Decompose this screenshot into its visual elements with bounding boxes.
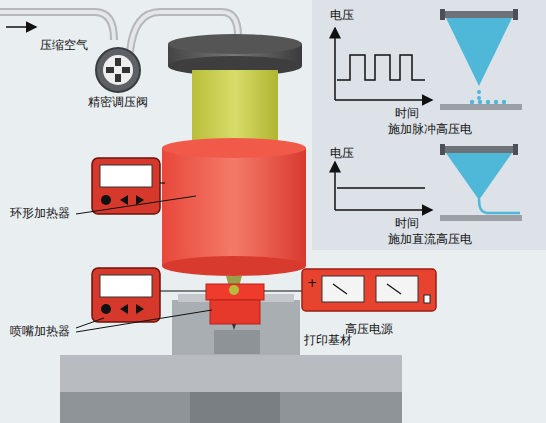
text-label: 电压 bbox=[330, 146, 354, 160]
ring-heater bbox=[162, 148, 306, 266]
air-arrow bbox=[6, 26, 36, 28]
print-stage bbox=[172, 300, 300, 360]
text-label: 电压 bbox=[330, 8, 354, 22]
jet-cone bbox=[446, 153, 512, 200]
pulse-wave bbox=[337, 55, 425, 80]
text-label: 施加直流高压电 bbox=[388, 232, 472, 246]
leader-line bbox=[76, 196, 196, 214]
text-label: 环形加热器 bbox=[10, 206, 70, 220]
text-label: + bbox=[307, 276, 317, 290]
text-label: 压缩空气 bbox=[40, 38, 88, 52]
air-pipe bbox=[0, 12, 114, 40]
text-label: 时间 bbox=[395, 106, 419, 120]
text-label: 喷嘴加热器 bbox=[10, 324, 70, 338]
text-label: 施加脉冲高压电 bbox=[388, 122, 472, 136]
heater-controller bbox=[92, 268, 160, 322]
material-barrel bbox=[192, 70, 278, 150]
heater-controller bbox=[92, 158, 160, 214]
text-label: 时间 bbox=[395, 216, 419, 230]
droplet-cone bbox=[446, 18, 512, 86]
base bbox=[60, 355, 402, 397]
power-supply-node: 高压电源 bbox=[300, 268, 438, 336]
text-label: 精密调压阀 bbox=[88, 95, 148, 109]
nozzle-heater bbox=[206, 284, 264, 300]
leader-line bbox=[76, 318, 104, 328]
hv-supply bbox=[302, 269, 436, 311]
pressure-regulator bbox=[96, 48, 140, 92]
hv-wire bbox=[264, 290, 306, 291]
text-label: 打印基材 bbox=[304, 333, 352, 347]
signal-panel bbox=[312, 0, 546, 250]
dc-wave bbox=[337, 187, 425, 189]
leader-line bbox=[76, 310, 212, 332]
